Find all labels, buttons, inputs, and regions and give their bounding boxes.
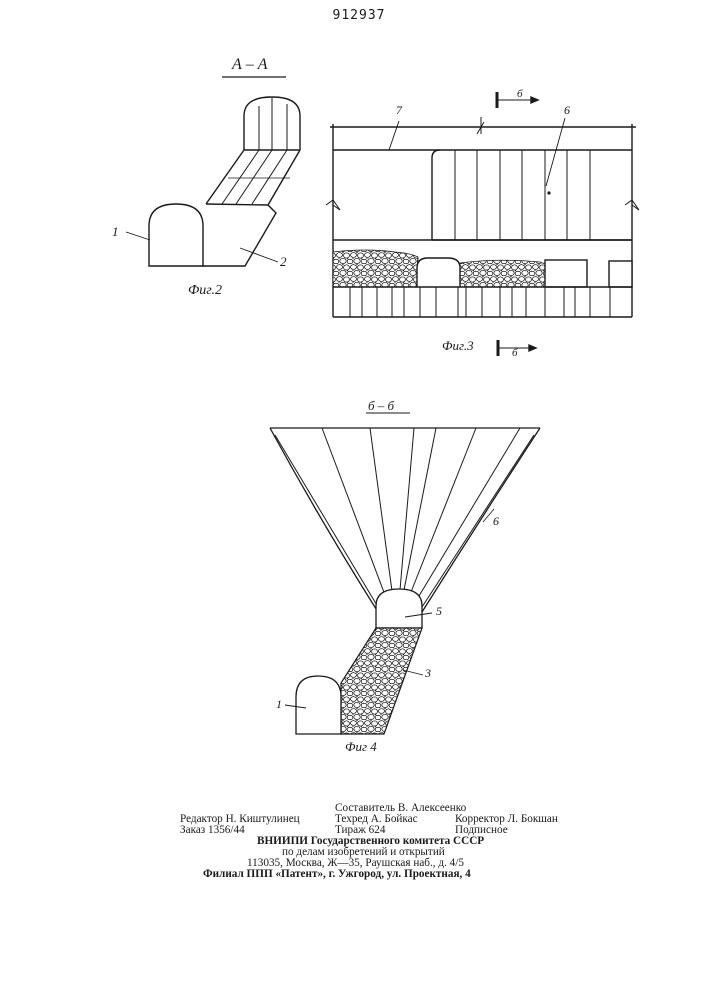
fig4-section-label: б – б bbox=[368, 398, 394, 414]
fig3-label-6: 6 bbox=[564, 103, 570, 118]
figure-2 bbox=[126, 77, 300, 266]
fig4-label-6: 6 bbox=[493, 514, 499, 529]
fig3-caption: Фиг.3 bbox=[442, 338, 474, 354]
order-line: Заказ 1356/44 bbox=[180, 825, 245, 836]
fig3-section-marker-top: б bbox=[517, 88, 523, 100]
fig3-label-7: 7 bbox=[396, 103, 402, 118]
figure-4 bbox=[270, 413, 540, 734]
fig2-label-2: 2 bbox=[280, 254, 287, 270]
fig3-section-marker-bottom: б bbox=[512, 347, 518, 359]
fig2-caption: Фиг.2 bbox=[188, 283, 222, 299]
fig2-section-label: А – А bbox=[232, 56, 268, 74]
fig4-caption: Фиг 4 bbox=[345, 739, 377, 755]
figure-3 bbox=[326, 92, 639, 356]
fig4-label-1: 1 bbox=[276, 697, 282, 712]
fig4-label-3: 3 bbox=[425, 666, 431, 681]
branch-line: Филиал ППП «Патент», г. Ужгород, ул. Про… bbox=[203, 869, 471, 880]
fig2-label-1: 1 bbox=[112, 224, 119, 240]
fig4-label-5: 5 bbox=[436, 604, 442, 619]
